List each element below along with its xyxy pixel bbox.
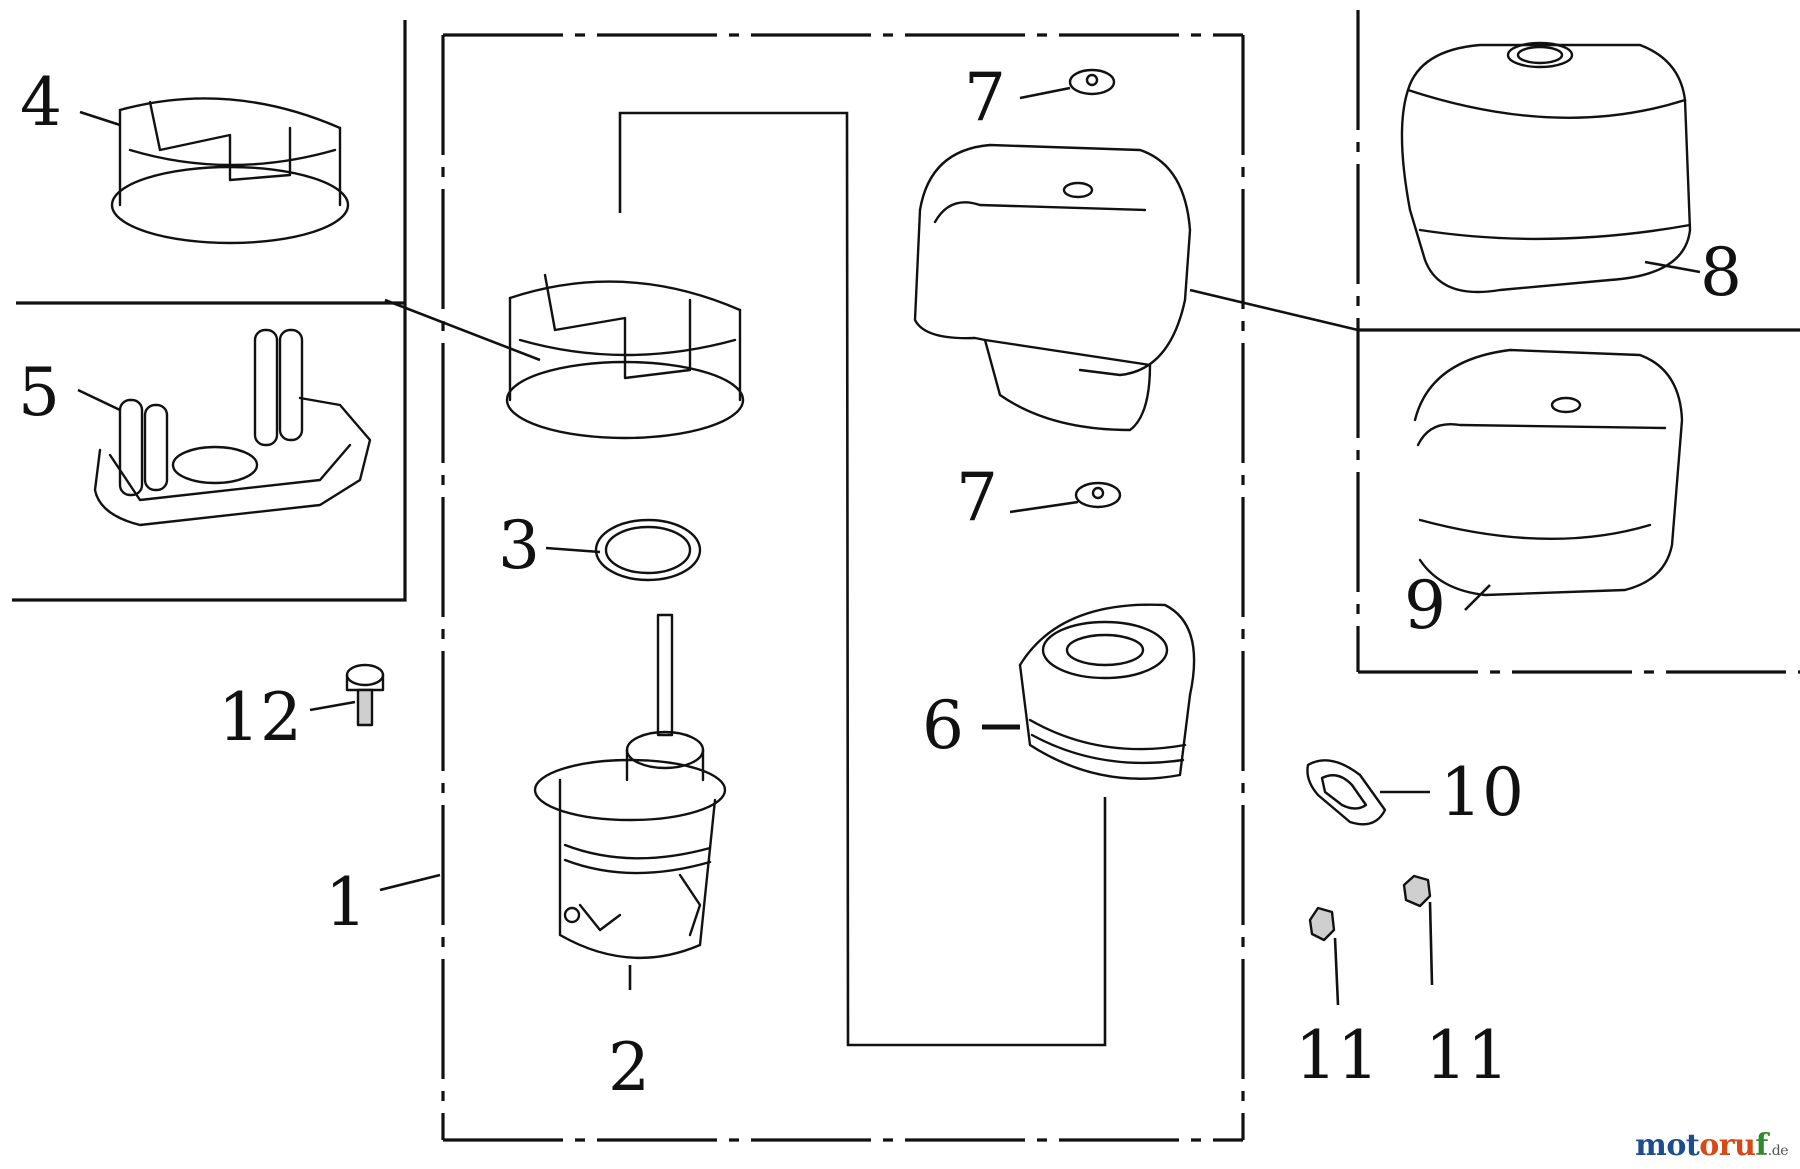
- part-11-nut-right: [1402, 874, 1432, 908]
- label-1: 1: [325, 864, 367, 941]
- label-4: 4: [20, 64, 62, 141]
- part-5-base-plate: [93, 328, 372, 527]
- label-6: 6: [922, 687, 964, 764]
- part-2-housing: [533, 613, 727, 959]
- part-10-gasket: [1306, 759, 1387, 826]
- part-9-cover: [1413, 348, 1684, 597]
- label-10: 10: [1440, 754, 1524, 831]
- part-11-nut-left: [1308, 906, 1336, 942]
- center-cover: [913, 143, 1192, 432]
- callout-labels: 4 5 12 3 1 2 7 7 6 8 9 10 11 11: [18, 59, 1742, 1106]
- part-7-wing-nut-bottom: [1074, 481, 1122, 509]
- part-4-spacer: [110, 97, 350, 245]
- watermark-logo: motoruf.de: [1635, 1128, 1788, 1163]
- part-3-ring: [594, 518, 702, 582]
- label-11-right: 11: [1425, 1017, 1509, 1094]
- label-12: 12: [218, 679, 302, 756]
- center-spacer: [505, 273, 745, 440]
- label-7-bottom: 7: [956, 459, 998, 536]
- label-9: 9: [1404, 567, 1446, 644]
- label-5: 5: [18, 354, 60, 431]
- label-2: 2: [608, 1029, 650, 1106]
- leader-lines: [77, 86, 1701, 1006]
- frame-lines: [12, 10, 1800, 1142]
- part-8-cover: [1400, 41, 1692, 294]
- part-6-filter-element: [1018, 603, 1196, 780]
- label-3: 3: [498, 507, 540, 584]
- part-7-wing-nut-top: [1068, 68, 1116, 96]
- label-8: 8: [1700, 234, 1742, 311]
- label-11-left: 11: [1295, 1017, 1379, 1094]
- part-12-bolt: [345, 663, 385, 727]
- label-7-top: 7: [964, 59, 1006, 136]
